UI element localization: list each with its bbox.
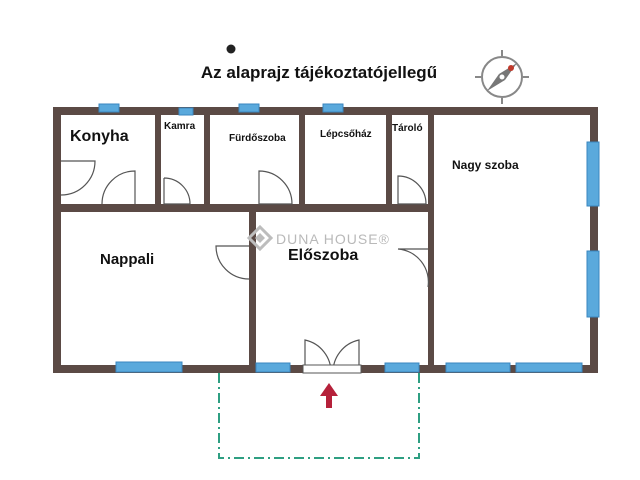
window-nagy-szoba-1 — [586, 141, 600, 207]
windows — [98, 103, 600, 373]
window-nagy-szoba-bottom-2 — [515, 362, 583, 373]
duna-house-logo-icon — [246, 224, 274, 252]
window-nappali — [115, 361, 183, 373]
door-konyha-side — [60, 160, 96, 196]
window-lepcsohaz — [322, 103, 344, 113]
room-label-furdoszoba: Fürdőszoba — [229, 133, 286, 144]
window-konyha — [98, 103, 120, 113]
compass-icon — [475, 50, 529, 104]
door-kamra — [163, 177, 191, 205]
room-label-nagy-szoba: Nagy szoba — [452, 158, 519, 172]
window-kamra — [178, 107, 194, 116]
door-nagy-szoba — [397, 248, 429, 288]
room-label-konyha: Konyha — [70, 128, 129, 145]
arrow-up-icon — [320, 383, 338, 408]
window-nagy-szoba-2 — [586, 250, 600, 318]
watermark-text: DUNA HOUSE® — [276, 231, 390, 247]
door-tarolo — [397, 175, 427, 205]
room-label-nappali: Nappali — [100, 251, 154, 268]
window-eloszoba-right — [384, 362, 420, 373]
room-label-tarolo: Tároló — [392, 123, 423, 134]
room-label-lepcsohaz: Lépcsőház — [320, 129, 372, 140]
room-label-kamra: Kamra — [164, 121, 196, 132]
plan-title: Az alaprajz tájékoztatójellegű — [201, 63, 437, 82]
entrance-threshold — [302, 364, 362, 374]
window-eloszoba-left — [255, 362, 291, 373]
door-nappali — [215, 245, 250, 280]
terrace-outline — [218, 373, 420, 459]
door-furdoszoba — [258, 170, 293, 205]
bullet-dot — [226, 44, 236, 54]
window-furdoszoba — [238, 103, 260, 113]
door-konyha — [101, 170, 136, 205]
window-nagy-szoba-bottom-1 — [445, 362, 511, 373]
room-label-eloszoba: Előszoba — [288, 247, 358, 264]
